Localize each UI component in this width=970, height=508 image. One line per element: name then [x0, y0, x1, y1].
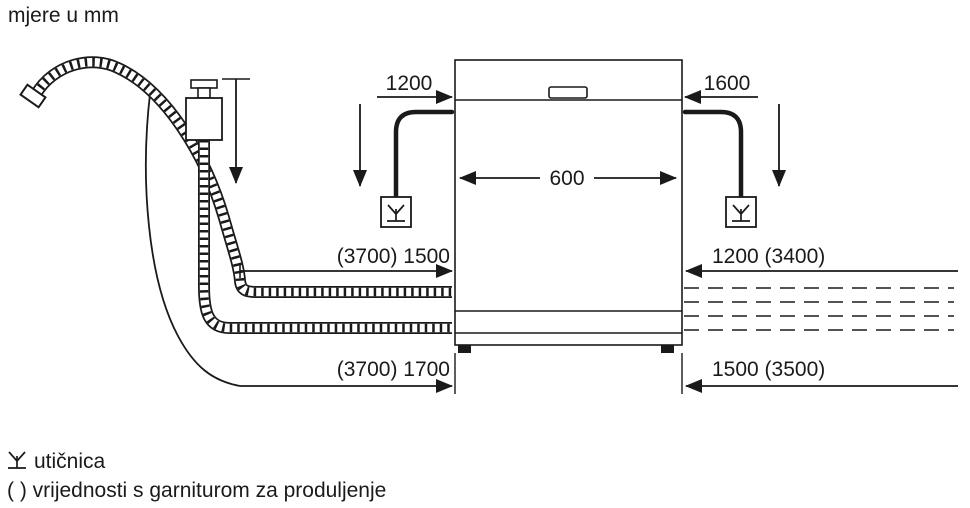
supply-hose-ribs	[199, 140, 452, 333]
power-cord-line	[145, 93, 241, 387]
dim-label-1200-3400: 1200 (3400)	[712, 245, 825, 268]
dimension-bottom-right: 1500 (3500)	[685, 358, 958, 393]
dim-label-3700-1500: (3700) 1500	[337, 245, 450, 268]
dimension-mid-left: (3700) 1500	[239, 245, 453, 278]
tap-connector-icon	[190, 79, 218, 89]
dim-label-1600: 1600	[704, 72, 751, 95]
socket-box-right	[725, 196, 757, 228]
dim-label-3700-1700: (3700) 1700	[337, 358, 450, 381]
drain-hose-inner	[32, 58, 452, 297]
dimension-cord-right: 1600	[682, 72, 786, 228]
legend: utičnica ( ) vrijednosti s garniturom za…	[7, 450, 386, 502]
socket-cord-right	[682, 109, 744, 199]
dim-label-600: 600	[549, 167, 584, 190]
legend-extension-note: ( ) vrijednosti s garniturom za produlje…	[7, 479, 386, 502]
appliance-body	[454, 59, 683, 346]
foot-left	[458, 345, 471, 353]
units-note: mjere u mm	[8, 4, 119, 27]
dimension-bottom-left: (3700) 1700	[240, 358, 453, 393]
tap-neck	[197, 87, 211, 99]
drain-hose-end-cap	[19, 83, 47, 109]
dim-label-1500-3500: 1500 (3500)	[712, 358, 825, 381]
supply-hose-inner	[199, 140, 452, 333]
aquastop-valve	[185, 78, 250, 184]
extended-hoses-dashed	[684, 287, 954, 331]
appliance-outline	[454, 59, 683, 394]
drain-hose	[19, 56, 452, 298]
dimension-cord-left: 1200	[353, 72, 455, 228]
socket-outlet-icon	[7, 451, 27, 469]
foot-right	[661, 345, 674, 353]
dimension-width: 600	[459, 167, 677, 190]
aquastop-body	[185, 97, 223, 141]
supply-hose	[198, 140, 452, 334]
dim-label-1200: 1200	[386, 72, 433, 95]
socket-cord-left	[393, 109, 455, 199]
dimension-mid-right: 1200 (3400)	[685, 245, 958, 278]
supply-hose-outer	[198, 140, 452, 334]
legend-socket-label: utičnica	[34, 450, 106, 473]
door-handle	[548, 86, 588, 99]
